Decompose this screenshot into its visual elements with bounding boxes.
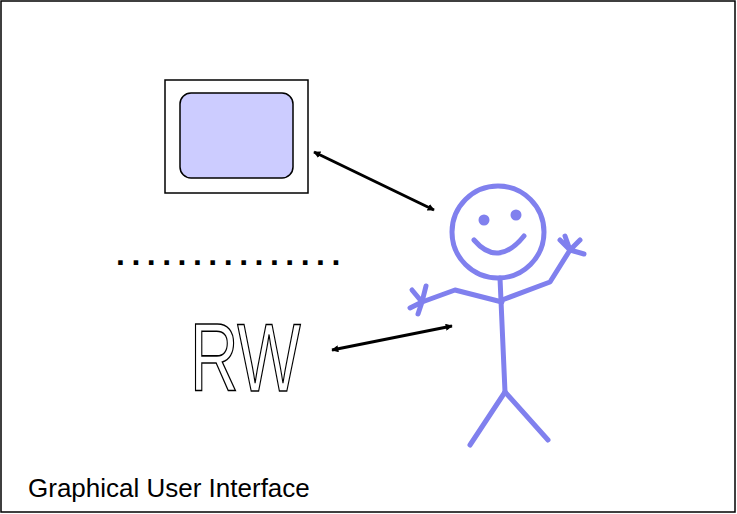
double-arrow — [332, 326, 452, 350]
monitor-icon — [165, 80, 308, 193]
dotted-separator: ............... — [116, 238, 347, 270]
double-arrow — [314, 152, 434, 210]
caption: Graphical User Interface — [28, 474, 310, 503]
stick-figure — [410, 186, 584, 445]
rw-lettering: RW — [190, 310, 301, 406]
